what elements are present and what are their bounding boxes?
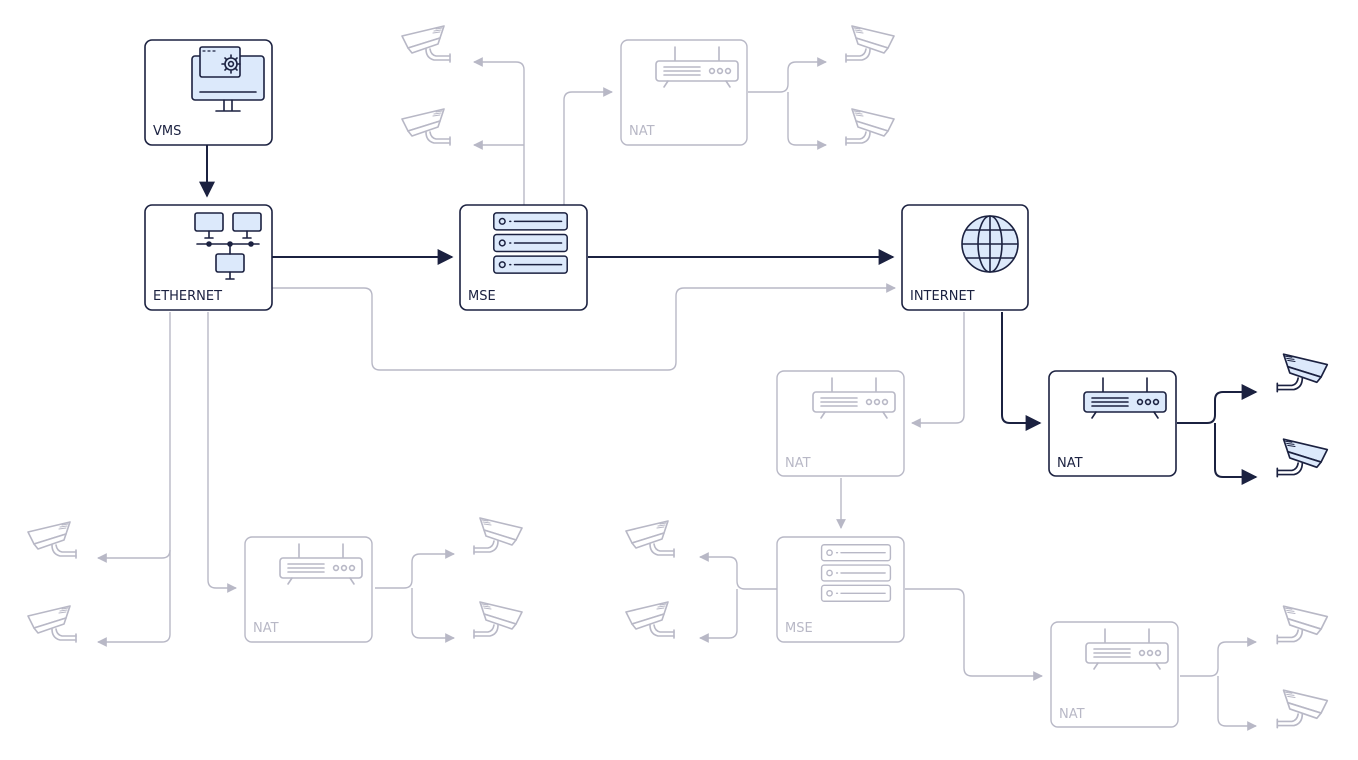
- node-label: NAT: [1057, 456, 1083, 471]
- node-mse-main[interactable]: MSE: [459, 204, 588, 311]
- inactive-connectors: [97, 57, 1257, 731]
- node-nat-bottom-left[interactable]: NAT: [244, 536, 373, 643]
- node-vms[interactable]: VMS: [144, 39, 273, 146]
- security-camera-icon: [27, 605, 77, 643]
- security-camera-icon: [1276, 353, 1329, 393]
- node-label: NAT: [253, 621, 279, 636]
- security-camera-icon: [625, 520, 675, 558]
- node-nat-top[interactable]: NAT: [620, 39, 748, 146]
- security-camera-icon: [625, 601, 675, 639]
- node-mse-low[interactable]: MSE: [776, 536, 905, 643]
- security-camera-icon: [27, 521, 77, 559]
- server-icon: [820, 543, 892, 603]
- security-camera-icon: [473, 517, 523, 555]
- security-camera-icon: [473, 601, 523, 639]
- security-camera-icon: [1276, 605, 1329, 645]
- node-label: INTERNET: [910, 289, 975, 304]
- security-camera-icon: [401, 108, 451, 146]
- node-ethernet[interactable]: ETHERNET: [144, 204, 273, 311]
- security-camera-icon: [845, 108, 895, 146]
- security-camera-icon: [401, 25, 451, 63]
- security-camera-icon: [1276, 689, 1329, 729]
- globe-icon: [961, 215, 1019, 273]
- node-label: NAT: [785, 456, 811, 471]
- node-label: NAT: [629, 124, 655, 139]
- node-internet[interactable]: INTERNET: [901, 204, 1029, 311]
- node-label: MSE: [468, 289, 496, 304]
- node-nat-mid[interactable]: NAT: [776, 370, 905, 477]
- network-computers-icon: [194, 212, 262, 280]
- security-camera-icon: [1276, 438, 1329, 478]
- monitor-gear-icon: [191, 46, 265, 112]
- node-label: NAT: [1059, 707, 1085, 722]
- node-label: MSE: [785, 621, 813, 636]
- node-nat-internet[interactable]: NAT: [1048, 370, 1177, 477]
- node-label: VMS: [153, 124, 181, 139]
- server-icon: [492, 211, 569, 275]
- security-camera-icon: [845, 25, 895, 63]
- node-nat-bottom-right[interactable]: NAT: [1050, 621, 1179, 728]
- active-connectors: [199, 145, 1258, 485]
- node-label: ETHERNET: [153, 289, 222, 304]
